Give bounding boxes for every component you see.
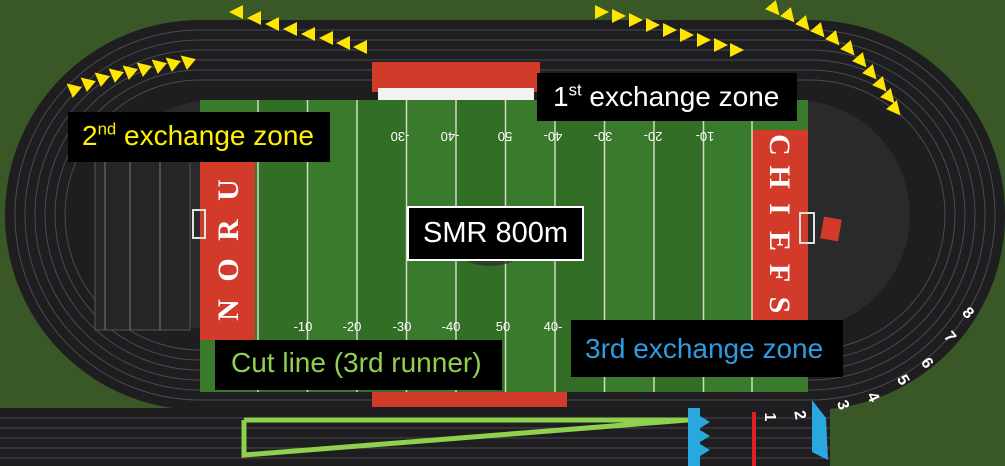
cut-line-path [241, 417, 689, 458]
sideline-red [372, 62, 540, 92]
zone-marker-triangle [80, 77, 96, 92]
yard-numbers-top: -30 -40 50 40- 30- 20- 10- [391, 129, 715, 144]
zone-marker-triangle [229, 5, 243, 19]
zone-marker-triangle [795, 15, 810, 31]
yard-number: 50 [496, 319, 510, 334]
left-event-area [94, 149, 191, 331]
zone-marker-triangle [680, 28, 694, 42]
zone-marker-triangle [353, 40, 367, 54]
zone-marker-triangle [319, 31, 333, 45]
exchange-zone-markers [66, 0, 901, 116]
zone-marker-triangle [730, 43, 744, 57]
zone-marker-triangle [886, 100, 901, 116]
zone-marker-triangle [862, 64, 877, 80]
zone-marker-triangle [765, 0, 780, 16]
event-label: SMR 800m [407, 206, 585, 261]
yard-number: 20- [644, 129, 663, 144]
zone-marker-triangle [336, 36, 350, 50]
end-zone-letter: H [763, 165, 796, 188]
zone-marker-triangle [247, 11, 261, 25]
zone-marker-triangle [66, 83, 82, 98]
goal-post-left [192, 209, 206, 239]
zone-marker-triangle [94, 72, 110, 87]
zone-marker-triangle [646, 18, 660, 32]
zone-marker-triangle [301, 27, 315, 41]
second-zone-ordinal: 2 [82, 120, 98, 151]
third-exchange-zone-label: 3rd exchange zone [571, 320, 844, 377]
end-zone-left [200, 130, 255, 340]
zone-marker-triangle [840, 40, 855, 56]
end-zone-letter: N [212, 299, 245, 321]
third-zone-markers [688, 400, 828, 466]
end-zone-letter: S [763, 297, 796, 314]
start-line [752, 412, 756, 466]
end-zone-letter: C [763, 134, 796, 156]
zone-marker-triangle [265, 17, 279, 31]
zone-marker-triangle [697, 33, 711, 47]
end-zone-letter: I [763, 203, 796, 215]
zone-marker-triangle [283, 22, 297, 36]
lane-number: 2 [790, 409, 808, 421]
yard-number: 40- [544, 319, 563, 334]
zone-marker-triangle [629, 13, 643, 27]
first-zone-text: exchange zone [581, 81, 780, 112]
yard-number: -30 [391, 129, 410, 144]
end-zone-letter: F [763, 264, 796, 282]
second-zone-text: exchange zone [116, 120, 314, 151]
zone-marker-triangle [780, 7, 795, 23]
end-zone-letter: R [212, 219, 245, 241]
zone-marker-triangle [663, 23, 677, 37]
yard-number: -40 [441, 129, 460, 144]
zone-marker-triangle [165, 57, 181, 72]
yard-number: -20 [343, 319, 362, 334]
zone-marker-triangle [108, 68, 124, 83]
zone-marker-triangle [852, 52, 867, 68]
yard-number: 30- [594, 129, 613, 144]
zone-marker-triangle [136, 62, 152, 77]
first-zone-suffix: st [568, 80, 582, 100]
end-zone-letter: U [212, 179, 245, 201]
zone-marker-triangle [810, 22, 825, 38]
zone-marker-triangle [872, 76, 887, 92]
yard-number: 50 [498, 129, 512, 144]
second-exchange-zone-label: 2nd exchange zone [68, 112, 330, 162]
first-exchange-zone-label: 1st exchange zone [537, 73, 798, 121]
goal-post-right [799, 212, 815, 244]
zone-marker-triangle [122, 65, 138, 80]
zone-marker-triangle [151, 59, 167, 74]
zone-marker-triangle [595, 5, 609, 19]
zone-marker-triangle [612, 9, 626, 23]
yard-number: -40 [442, 319, 461, 334]
yard-number: -10 [294, 319, 313, 334]
cut-line-label: Cut line (3rd runner) [215, 340, 502, 390]
end-zone-letter: E [763, 231, 796, 251]
end-zone-letter: O [212, 258, 245, 281]
zone-marker-triangle [714, 38, 728, 52]
yard-number: -30 [393, 319, 412, 334]
first-zone-ordinal: 1 [553, 81, 569, 112]
zone-marker-triangle [880, 88, 895, 104]
yard-numbers-bottom: -10 -20 -30 -40 50 40- [294, 319, 563, 334]
zone-marker-triangle [180, 55, 196, 70]
yard-number: 40- [544, 129, 563, 144]
end-zone-right-letters: CH I EFS [763, 134, 796, 313]
end-zone-right [752, 130, 808, 340]
second-zone-suffix: nd [97, 119, 117, 139]
yard-number: 10- [696, 129, 715, 144]
zone-marker-triangle [825, 30, 840, 46]
lane-number: 1 [761, 413, 778, 422]
